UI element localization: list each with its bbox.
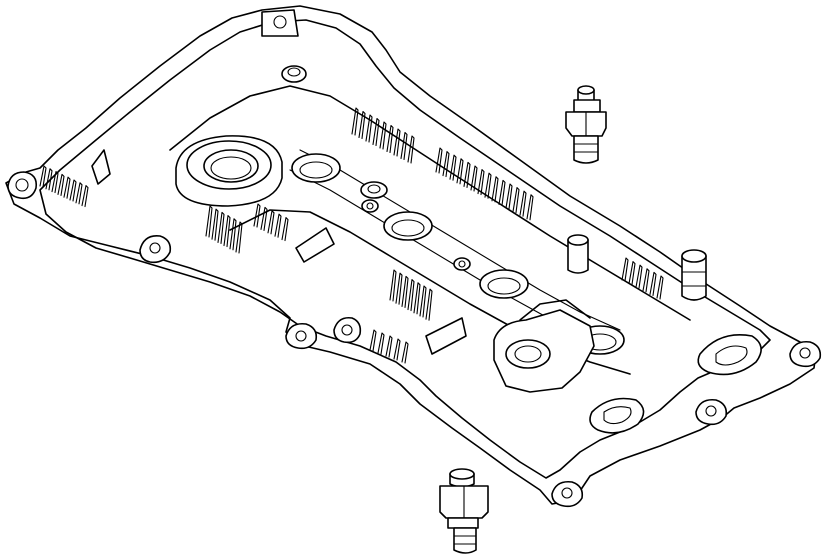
boss-center-1: [360, 181, 388, 199]
stud-post-right: [681, 249, 707, 301]
rib: [365, 114, 373, 143]
mount-tab-bottom-2: [333, 316, 362, 344]
rib: [519, 190, 527, 217]
rib: [498, 179, 506, 206]
rib: [393, 338, 401, 361]
rib: [449, 154, 457, 181]
mount-tab-bottom-1: [285, 322, 318, 350]
rib: [260, 206, 268, 231]
rib: [63, 176, 71, 199]
oil-filler-neck: [175, 135, 283, 207]
rib: [51, 171, 59, 194]
rib: [512, 187, 520, 214]
rib: [635, 264, 643, 289]
rib: [351, 107, 359, 136]
valve-cover: [5, 5, 822, 508]
rib: [413, 282, 421, 315]
rib: [435, 147, 443, 174]
rib: [57, 173, 65, 196]
bracket-plate-1: [295, 227, 335, 263]
rib: [401, 341, 409, 364]
rib: [75, 182, 83, 205]
rib: [505, 183, 513, 210]
rib: [253, 203, 261, 228]
rib: [45, 168, 53, 191]
pcv-port-housing: [493, 299, 595, 393]
rib: [385, 335, 393, 358]
boss-center-2: [361, 199, 379, 213]
pcv-valve-upper: [565, 85, 607, 164]
mount-tab-lower-left: [139, 234, 172, 264]
rib: [386, 124, 394, 154]
rib: [491, 176, 499, 203]
rib: [393, 128, 401, 157]
rib: [39, 165, 47, 188]
oval-pad-right: [697, 334, 762, 376]
rib: [372, 117, 380, 147]
rib: [395, 272, 403, 305]
boss-center-3: [453, 257, 471, 271]
rib: [211, 208, 219, 241]
rib: [369, 329, 377, 352]
rib: [463, 161, 471, 188]
rib: [217, 211, 225, 244]
mount-tab-left: [7, 171, 38, 200]
mount-tab-right: [789, 340, 822, 368]
mount-tab-top: [261, 9, 299, 37]
rib: [229, 218, 237, 251]
rib: [628, 261, 636, 286]
pcv-valve-lower: [439, 468, 489, 554]
stud-post-center: [567, 234, 589, 274]
rib: [649, 271, 657, 296]
rib: [621, 257, 629, 282]
rib: [425, 288, 433, 321]
rib: [400, 131, 408, 161]
rib: [642, 268, 650, 293]
rib: [456, 158, 464, 185]
rib: [407, 135, 415, 164]
mount-tab-bottom-4: [695, 398, 728, 426]
valve-cover-body: [39, 19, 771, 479]
bracket-plate-2: [425, 317, 467, 355]
rib: [274, 213, 282, 238]
rib: [69, 179, 77, 202]
spark-plug-well-3: [479, 269, 529, 299]
mount-tab-bottom-3: [551, 480, 584, 508]
rib: [477, 169, 485, 196]
rib: [442, 151, 450, 178]
rib: [526, 194, 534, 221]
rib: [205, 205, 213, 238]
bracket-tab-left: [91, 149, 111, 185]
cover-ribs: [39, 107, 664, 364]
rib: [379, 121, 387, 150]
rib: [81, 185, 89, 208]
rib: [484, 172, 492, 199]
rib: [358, 110, 366, 140]
rib: [656, 275, 664, 300]
rib: [470, 165, 478, 192]
spark-plug-well-1: [291, 153, 341, 183]
rib: [401, 275, 409, 308]
spark-plug-well-2: [383, 211, 433, 241]
rib: [235, 221, 243, 254]
valve-cover-flange: [5, 5, 817, 505]
rib: [267, 210, 275, 235]
rib: [281, 217, 289, 242]
boss-top-left: [281, 65, 307, 83]
oval-pad-center: [589, 397, 645, 434]
cover-center-channel: [299, 149, 621, 331]
rib: [389, 269, 397, 302]
rib: [419, 285, 427, 318]
rib: [377, 332, 385, 355]
rib: [223, 215, 231, 248]
rib: [407, 279, 415, 312]
